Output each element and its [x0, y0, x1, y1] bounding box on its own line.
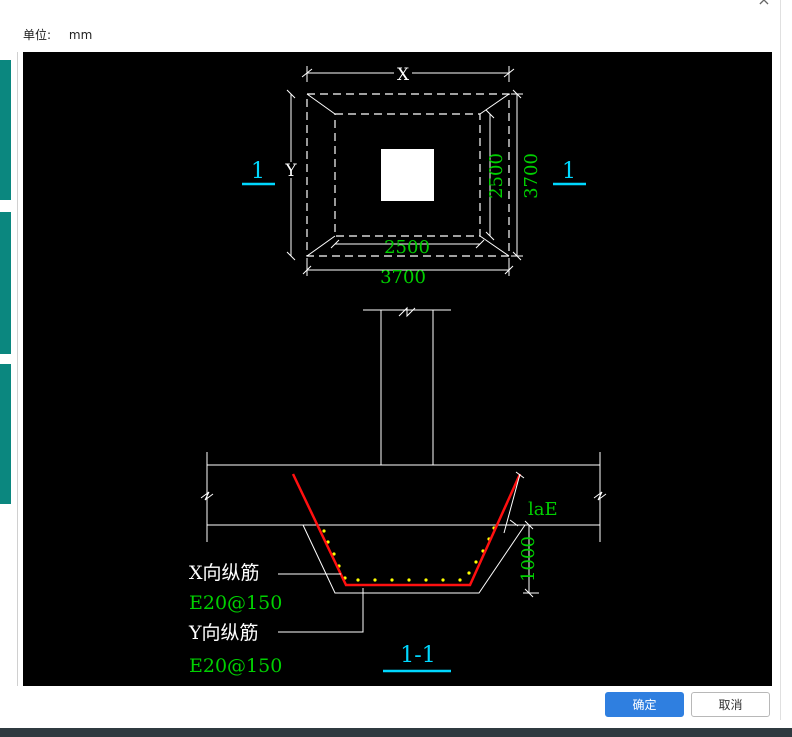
unit-value: mm: [68, 28, 93, 42]
right-scroll-edge: [780, 0, 792, 720]
dim-tick: [330, 239, 340, 249]
dim-tick: [475, 239, 485, 249]
unit-label: 单位:: [23, 28, 52, 42]
column-break-symbol: [398, 306, 416, 318]
stirrup-dots: [322, 526, 496, 582]
slab-break-symbol: [593, 491, 607, 501]
plan-inner-width-label: 2500: [384, 237, 430, 258]
unit-row: 单位: mm: [23, 26, 92, 43]
drawing-canvas: X Y 2500 3700 2500 3700 1 1: [23, 52, 772, 686]
rebar-line: [291, 473, 522, 587]
dim-tick: [286, 251, 296, 261]
dim-tick: [524, 588, 534, 598]
lae-label: laE: [528, 499, 558, 520]
plan-column: [381, 149, 434, 201]
section-mark-right: 1: [562, 159, 576, 184]
dim-tick: [504, 265, 514, 275]
plan-y-label: Y: [284, 161, 297, 181]
dim-tick: [512, 251, 522, 261]
dim-tick: [512, 89, 522, 99]
side-tab-1[interactable]: [0, 60, 11, 200]
cancel-button[interactable]: 取消: [691, 692, 770, 717]
side-tab-3[interactable]: [0, 364, 11, 504]
close-button[interactable]: ×: [752, 0, 776, 8]
dim-label-mask: [394, 65, 412, 81]
y-rebar-leader: [278, 588, 364, 633]
plan-corner-line: [306, 235, 336, 257]
dim-label-mask: [283, 162, 299, 178]
plan-inner-height-label: 2500: [486, 153, 507, 199]
pit-outline: [302, 524, 526, 594]
plan-corner-line: [306, 93, 336, 115]
x-rebar-label: X向纵筋: [189, 562, 260, 584]
dim-tick: [301, 68, 313, 78]
background-app-strip: [0, 728, 792, 737]
dim-tick: [485, 109, 495, 119]
depth-label: 1000: [518, 536, 539, 582]
slab-break-symbol: [200, 491, 214, 501]
x-rebar-value: E20@150: [189, 592, 282, 614]
side-tab-2[interactable]: [0, 212, 11, 354]
plan-x-label: X: [397, 65, 410, 85]
y-rebar-label: Y向纵筋: [188, 622, 259, 644]
dim-tick: [524, 520, 534, 530]
y-rebar-value: E20@150: [189, 655, 282, 677]
dim-tick: [485, 231, 495, 241]
plan-outer-width-label: 3700: [380, 267, 426, 288]
left-panel: [0, 52, 18, 686]
lae-dim-line: [503, 473, 521, 534]
dim-tick: [302, 265, 312, 275]
plan-corner-line: [479, 93, 510, 115]
plan-outer-height-label: 3700: [521, 153, 542, 199]
plan-corner-line: [479, 235, 510, 257]
plan-inner-outline: [334, 113, 481, 237]
dim-tick: [286, 89, 296, 99]
dim-tick: [509, 519, 519, 527]
section-view: [200, 306, 607, 673]
section-mark-left: 1: [251, 159, 265, 184]
section-title: 1-1: [400, 643, 435, 668]
ok-button[interactable]: 确定: [605, 692, 684, 717]
plan-view: [242, 65, 586, 276]
dim-tick: [515, 471, 525, 479]
dim-tick: [503, 68, 515, 78]
footing-drawing: X Y 2500 3700 2500 3700 1 1: [188, 65, 607, 677]
